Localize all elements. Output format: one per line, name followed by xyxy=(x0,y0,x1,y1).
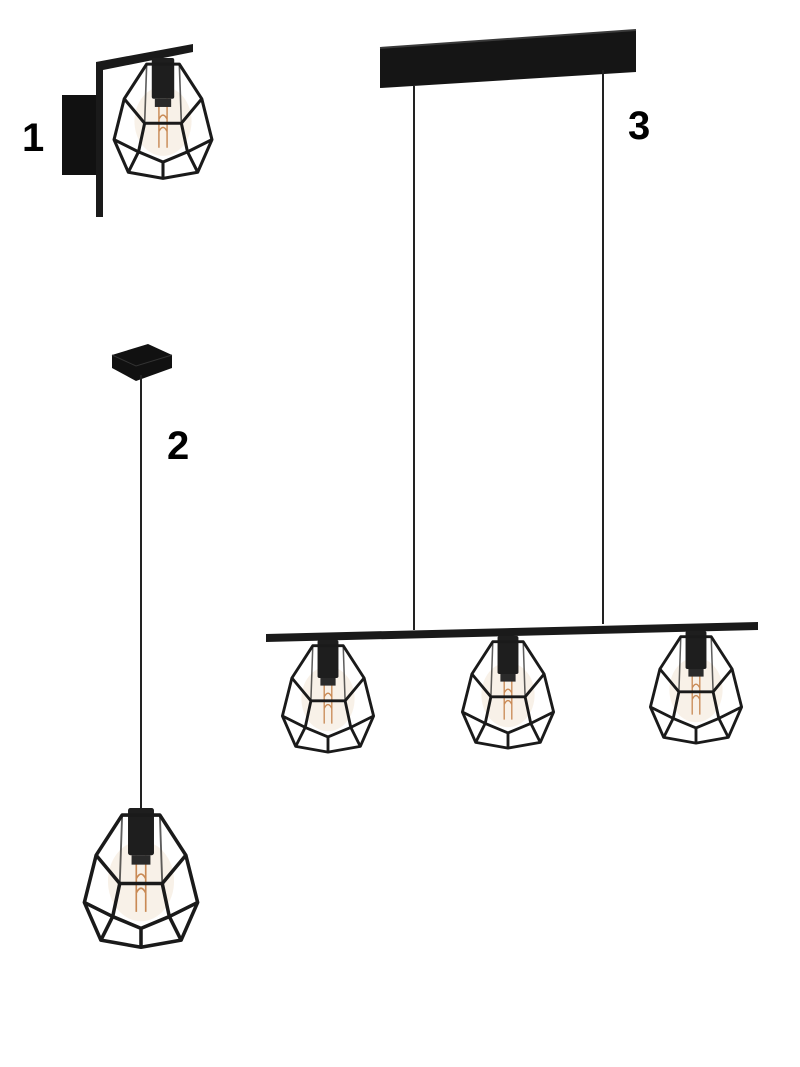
bar-shade-right xyxy=(648,629,744,745)
wall-lamp-shade xyxy=(112,56,214,180)
lamp-bar xyxy=(266,622,758,642)
label-3: 3 xyxy=(628,104,651,148)
bar-shade-left xyxy=(280,638,376,754)
wall-arm-vertical xyxy=(96,62,103,217)
wall-backplate xyxy=(62,95,96,175)
wall-arm-top xyxy=(96,44,193,70)
ceiling-canopy xyxy=(112,344,172,381)
bar-shade-middle xyxy=(460,634,556,750)
single-pendant xyxy=(82,344,200,950)
label-1: 1 xyxy=(22,116,45,160)
single-pendant-shade xyxy=(82,806,200,950)
triple-pendant xyxy=(266,29,758,754)
wall-lamp xyxy=(62,44,214,217)
label-2: 2 xyxy=(167,424,190,468)
